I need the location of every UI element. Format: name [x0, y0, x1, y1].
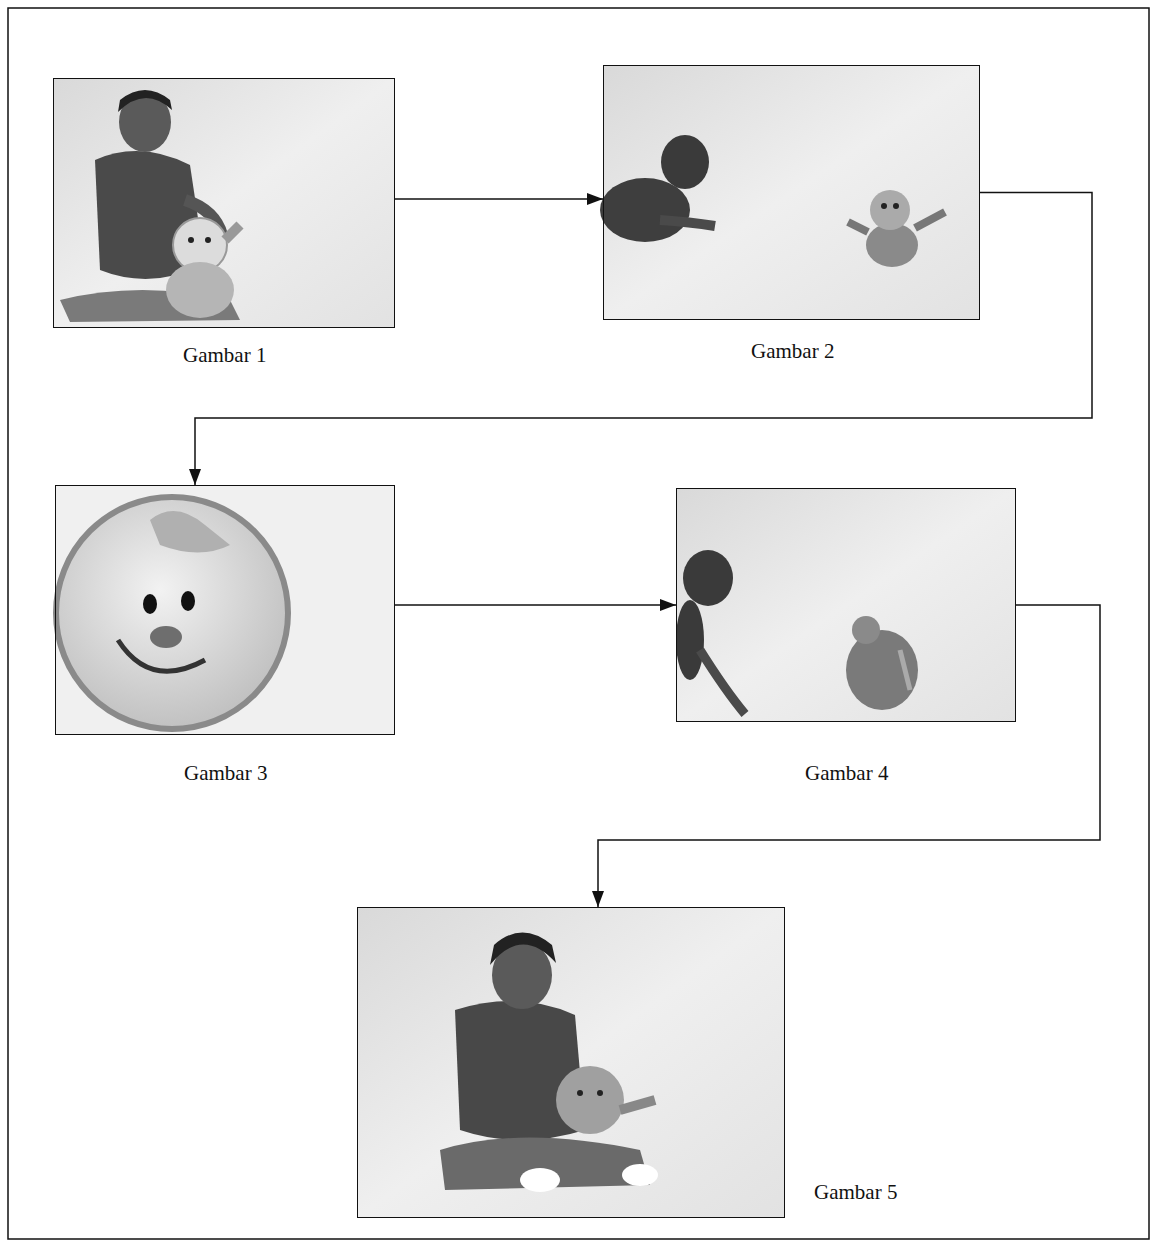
- photo-frame: Gambar 4: [676, 488, 1016, 722]
- photo-5: [358, 908, 784, 1217]
- figure-caption: Gambar 5: [814, 1180, 897, 1205]
- figure-caption: Gambar 1: [183, 343, 266, 368]
- photo-2: [600, 66, 979, 319]
- photo-frame: Gambar 3: [55, 485, 395, 735]
- photo-frame: Gambar 2: [603, 65, 980, 320]
- photo-frame: Gambar 1: [53, 78, 395, 328]
- flow-arrow: [195, 193, 1092, 486]
- photo-1: [54, 79, 394, 327]
- flow-arrow: [395, 198, 603, 200]
- photo-3: [56, 486, 394, 734]
- photo-frame: Gambar 5: [357, 907, 785, 1218]
- flow-arrow: [598, 605, 1100, 907]
- figure-caption: Gambar 4: [805, 761, 888, 786]
- figure-caption: Gambar 2: [751, 339, 834, 364]
- flow-arrow: [395, 604, 676, 606]
- figure-caption: Gambar 3: [184, 761, 267, 786]
- photo-4: [676, 489, 1015, 721]
